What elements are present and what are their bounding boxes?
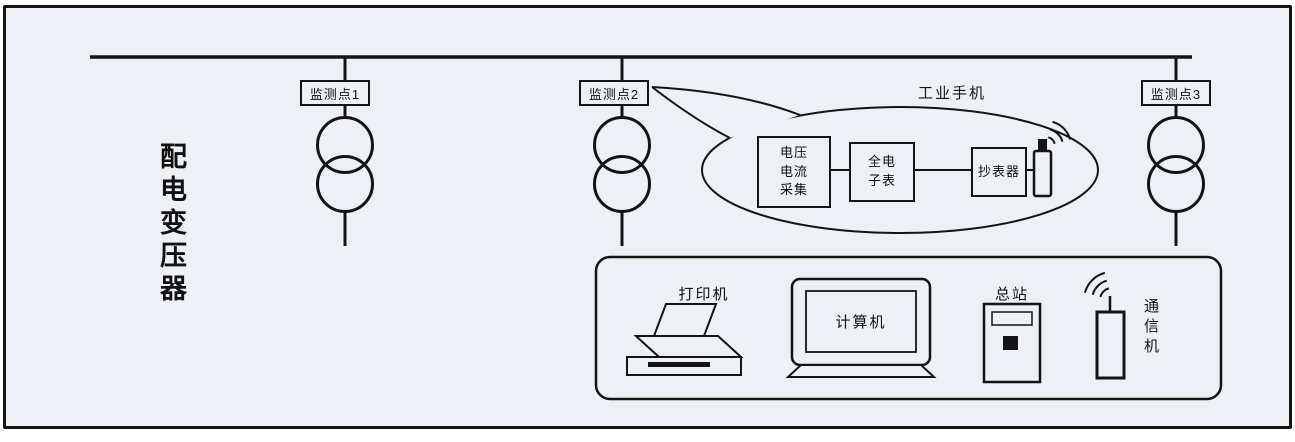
- computer-label: 计算机: [835, 314, 887, 331]
- handheld-device-icon: [1032, 139, 1053, 198]
- monitor-point-3-label: 监测点3: [1141, 80, 1211, 106]
- computer-icon: [785, 277, 937, 378]
- comm-device-icon: [1095, 296, 1126, 380]
- printer-label: 打印机: [678, 286, 730, 303]
- communication-unit-label: 通信机: [1142, 298, 1159, 358]
- master-station-label: 总站: [994, 286, 1029, 303]
- station-panel-outline: [594, 255, 1223, 401]
- monitor-point-1-label: 监测点1: [300, 80, 370, 106]
- voltage-current-collector-box: 电压 电流 采集: [757, 136, 831, 208]
- transformer-3-icon: [1147, 57, 1205, 246]
- printer-icon: [626, 303, 744, 376]
- handheld-signal-icon: [1047, 120, 1072, 145]
- comm-signal-icon: [1083, 271, 1110, 298]
- meter-reader-box: 抄表器: [971, 147, 1027, 197]
- transformer-2-icon: [593, 57, 651, 246]
- industrial-phone-label: 工业手机: [918, 85, 987, 102]
- callout-tail-mask: [652, 87, 800, 138]
- monitor-point-2-label: 监测点2: [579, 80, 649, 106]
- distribution-transformer-label: 配电变压器: [156, 142, 186, 307]
- callout-tail: [651, 86, 801, 139]
- electronic-meter-box: 全电 子表: [849, 142, 915, 202]
- master-station-icon: [982, 302, 1042, 384]
